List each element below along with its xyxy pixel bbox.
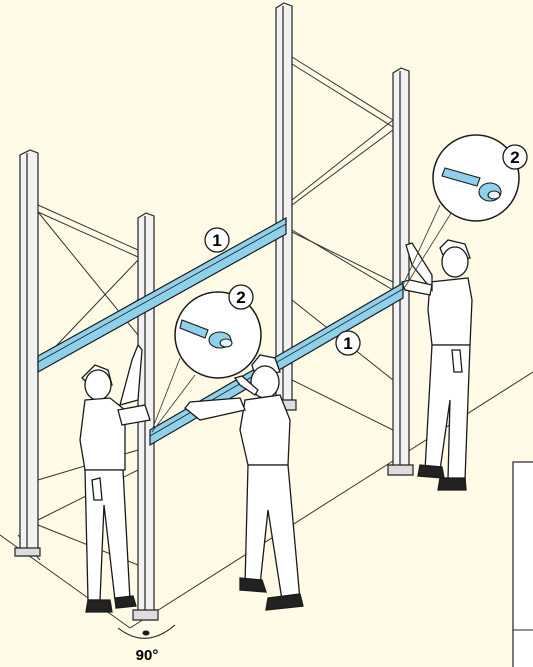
angle-label: 90° [136,647,159,664]
callout-beam-lower: 1 [336,331,360,355]
callout-pin-right: 2 [503,145,527,169]
callout-beam-upper: 1 [205,228,229,252]
svg-text:2: 2 [510,148,519,167]
svg-text:1: 1 [212,231,221,250]
side-panel [513,462,533,667]
detail-circle-right [433,135,519,221]
right-angle-icon [118,625,175,638]
svg-text:1: 1 [343,334,352,353]
svg-text:2: 2 [236,288,245,307]
callout-pin-left: 2 [229,285,253,309]
right-frame [271,3,413,475]
worker-right [402,240,472,490]
